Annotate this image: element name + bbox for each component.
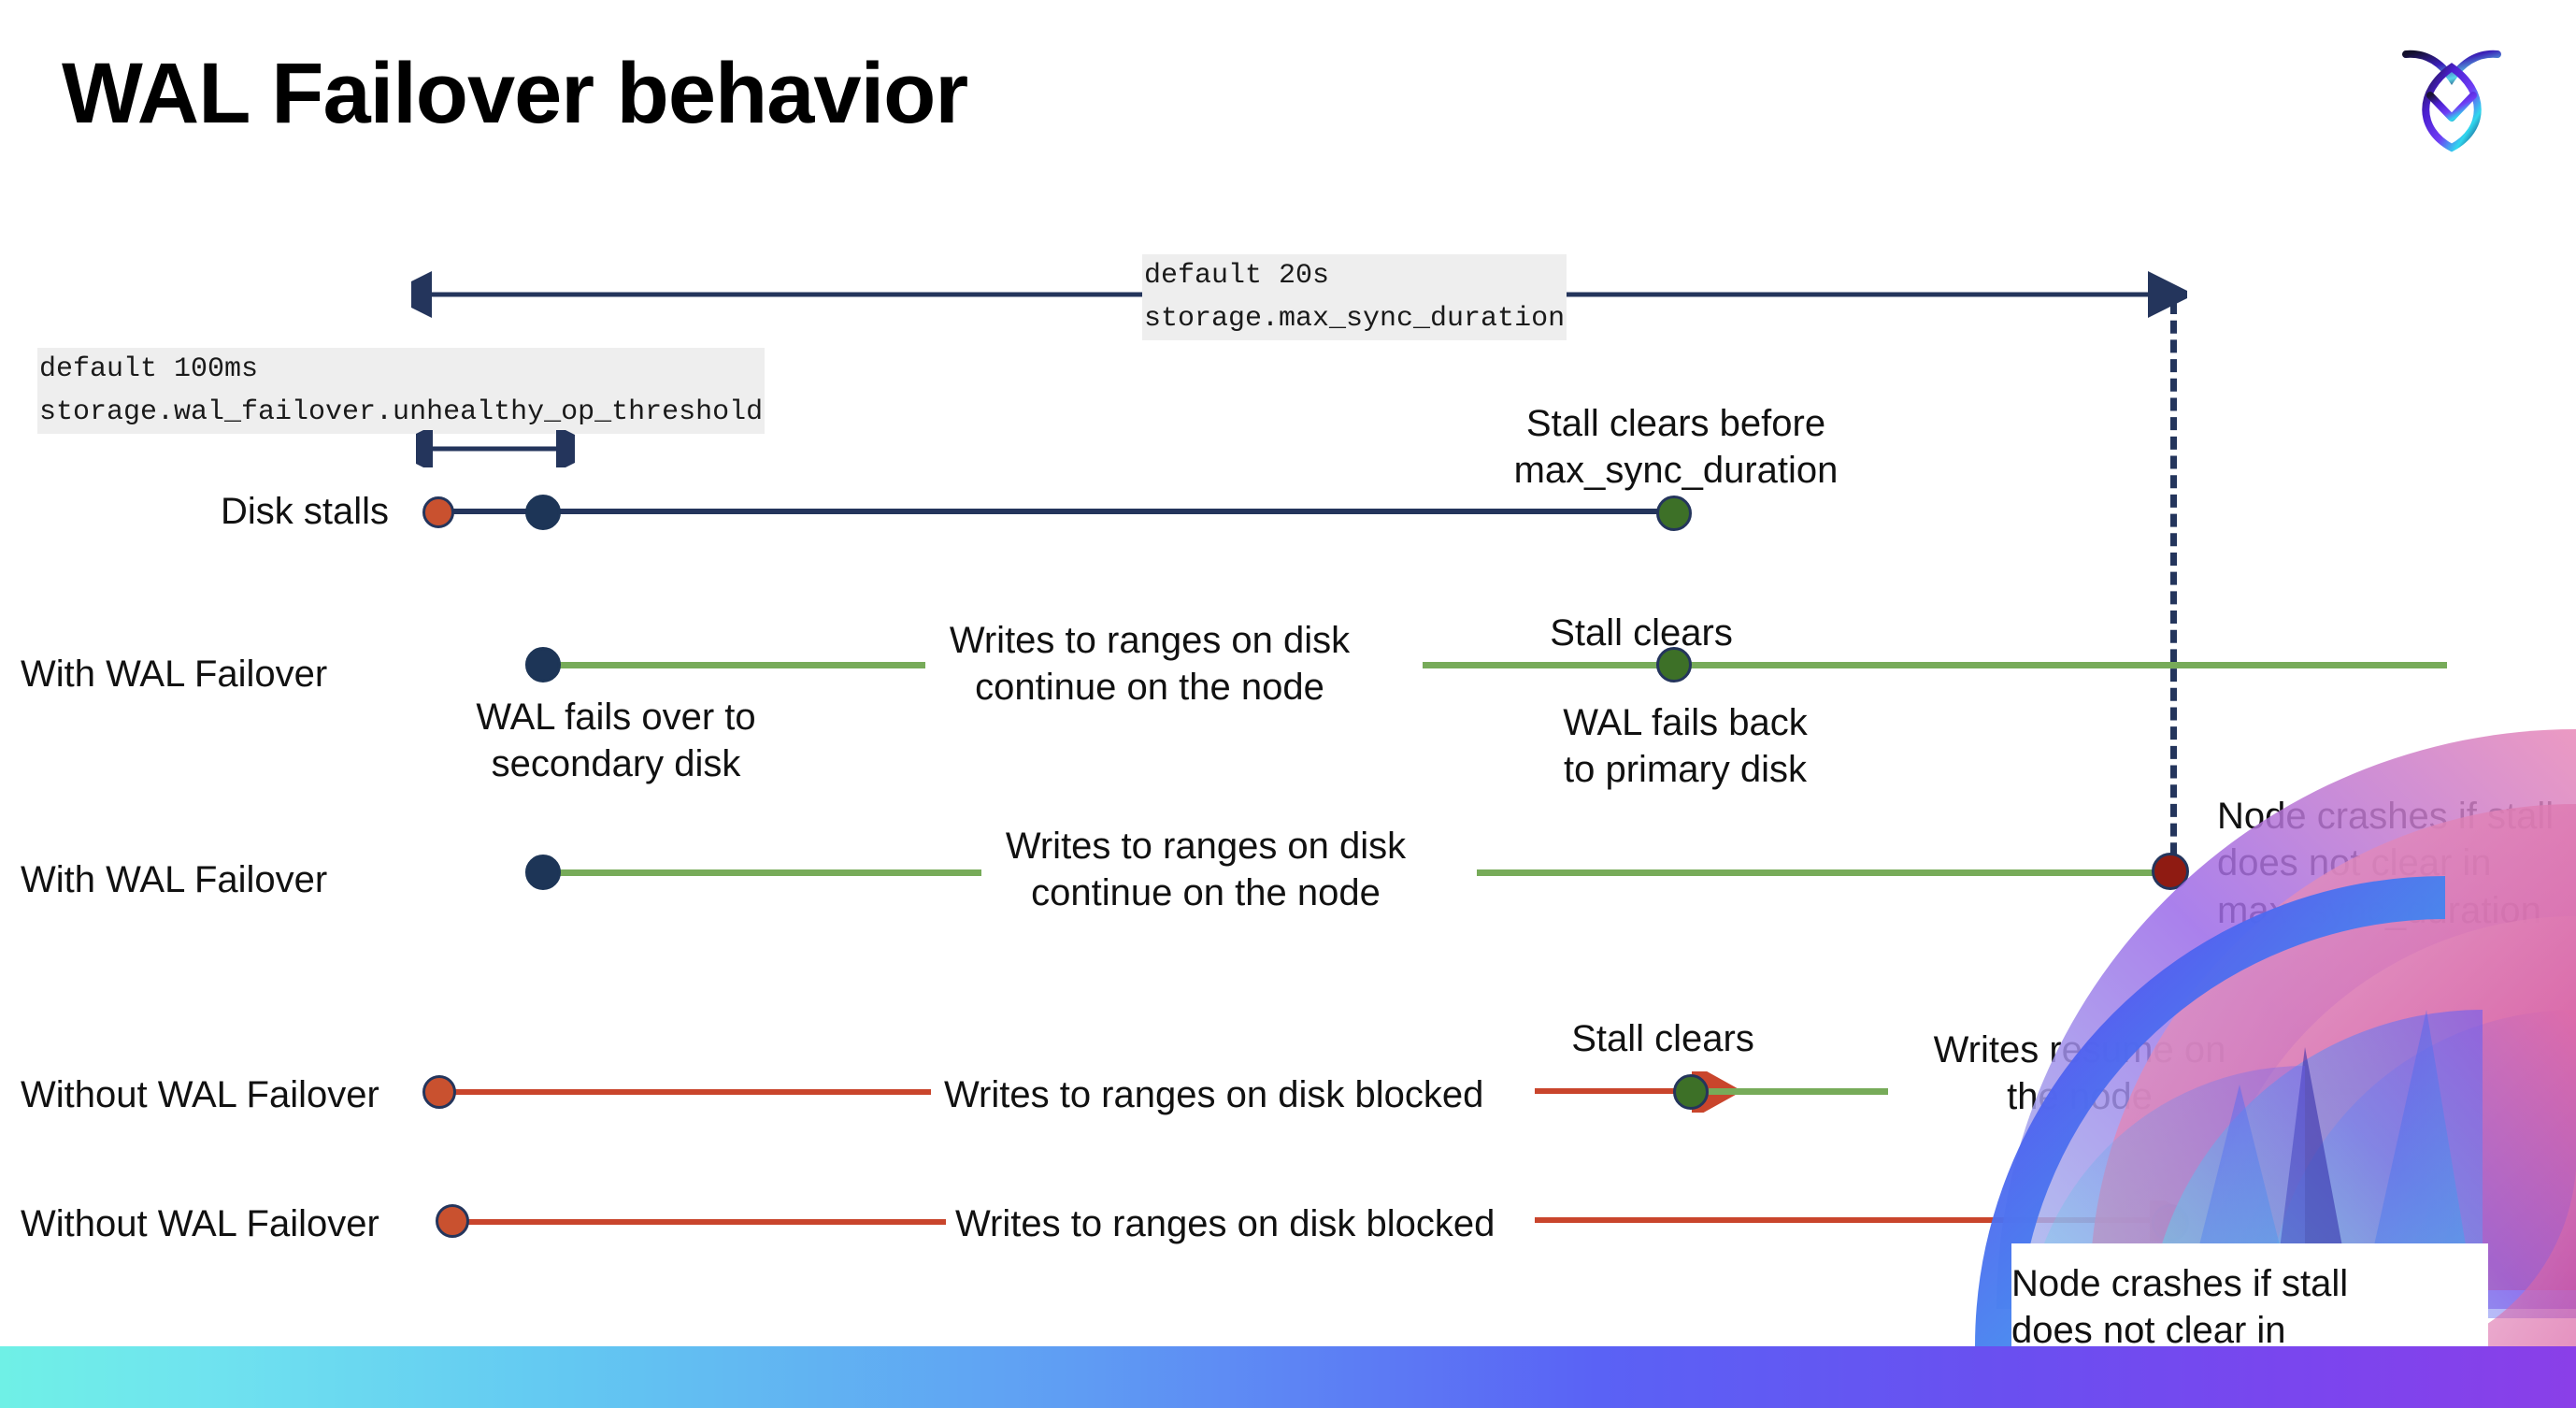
without-failover-clears-arrow	[1535, 1071, 1742, 1113]
without-failover-crash-start-dot	[436, 1204, 469, 1238]
with-failover-crash-segment-a	[542, 869, 981, 876]
without-failover-blocked-segment-a	[447, 1089, 931, 1095]
note-writes-resume-on-node: Writes resume on the node	[1933, 1029, 2226, 1118]
page-title: WAL Failover behavior	[62, 46, 968, 141]
without-failover-resume-segment-far	[2281, 1088, 2440, 1095]
note-stall-clears-row4: Stall clears	[1571, 1018, 1754, 1059]
node-crash-dot-row5	[2152, 1204, 2189, 1242]
row-label-with-wal-failover-crash: With WAL Failover	[21, 859, 328, 900]
note-wal-fails-back-to-primary-disk: WAL fails back to primary disk	[1563, 702, 1808, 791]
unhealthy-op-threshold-span-arrow	[416, 430, 575, 467]
disk-stalls-timeline	[436, 509, 1679, 514]
max-sync-duration-setting: default 20s storage.max_sync_duration	[1142, 254, 1567, 340]
note-node-crashes-row3: Node crashes if stall does not clear in …	[2217, 796, 2555, 931]
row-label-without-wal-failover-clears: Without WAL Failover	[21, 1074, 379, 1115]
unhealthy-op-threshold-name: storage.wal_failover.unhealthy_op_thresh…	[37, 391, 766, 434]
wal-failover-stall-cleared-dot	[1656, 647, 1692, 682]
without-failover-stall-start-dot	[422, 1075, 456, 1109]
note-writes-blocked-row5: Writes to ranges on disk blocked	[955, 1203, 1496, 1244]
wal-failover-start-dot	[525, 647, 561, 682]
without-failover-stall-cleared-dot	[1673, 1074, 1709, 1110]
row-label-disk-stalls: Disk stalls	[221, 491, 390, 532]
disk-stall-cleared-dot	[1656, 496, 1692, 531]
note-writes-continue-row3: Writes to ranges on disk continue on the…	[1005, 826, 1407, 914]
note-writes-continue-row2: Writes to ranges on disk continue on the…	[949, 620, 1351, 709]
disk-stall-start-dot	[422, 496, 454, 528]
without-failover-resume-segment	[1709, 1088, 1888, 1095]
unhealthy-op-threshold-default: default 100ms	[37, 348, 766, 391]
with-failover-clears-segment-b	[1423, 662, 2447, 668]
bottom-gradient-bar	[0, 1346, 2576, 1408]
max-sync-duration-default: default 20s	[1142, 254, 1567, 297]
max-sync-duration-deadline-connector	[2170, 301, 2177, 875]
cockroachdb-logo-icon	[2382, 24, 2522, 155]
note-stall-clears-before-max-sync: Stall clears before max_sync_duration	[1513, 403, 1839, 492]
with-failover-crash-segment-b	[1477, 869, 2170, 876]
node-crash-dot-row3	[2152, 853, 2189, 890]
row-label-with-wal-failover-clears: With WAL Failover	[21, 654, 328, 695]
note-writes-blocked-row4: Writes to ranges on disk blocked	[944, 1074, 1484, 1115]
with-failover-clears-segment-a	[542, 662, 925, 668]
unhealthy-op-threshold-setting: default 100ms storage.wal_failover.unhea…	[37, 348, 766, 434]
without-failover-crash-arrow	[1535, 1200, 2178, 1242]
without-failover-crash-segment-a	[458, 1219, 946, 1225]
wal-failover-crash-start-dot	[525, 855, 561, 890]
disk-stall-detected-dot	[525, 495, 561, 530]
note-stall-clears-row2: Stall clears	[1550, 612, 1733, 654]
max-sync-duration-name: storage.max_sync_duration	[1142, 297, 1567, 340]
row-label-without-wal-failover-crash: Without WAL Failover	[21, 1203, 379, 1244]
note-wal-fails-over-to-secondary-disk: WAL fails over to secondary disk	[476, 697, 756, 785]
